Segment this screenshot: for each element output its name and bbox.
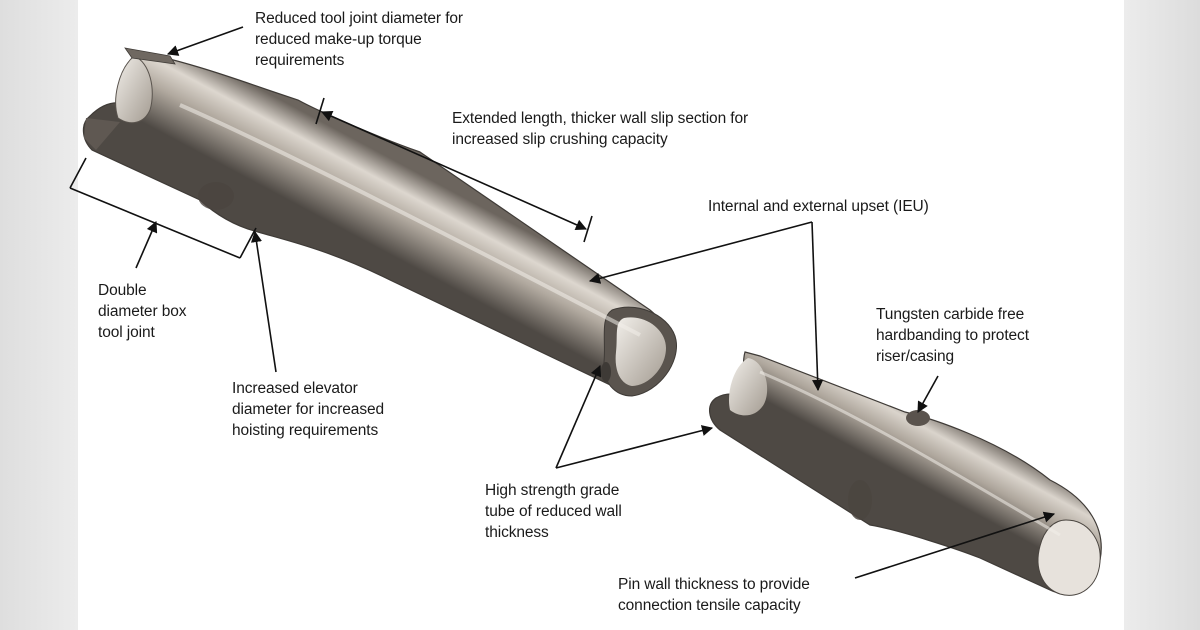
label-elevator-diameter: Increased elevator diameter for increase… (232, 380, 385, 439)
pin-end-section (709, 351, 1102, 596)
tube-bore-inner (615, 317, 666, 386)
pin-shoulder-shadow (848, 480, 872, 520)
box-lip-bottom (84, 118, 120, 150)
leader-slip-section-dimension (315, 97, 593, 243)
leader-pin-wall (854, 511, 1056, 579)
hardband-ring (906, 410, 930, 426)
pin-bore-inner (728, 358, 768, 416)
label-high-strength-tube: High strength grade tube of reduced wall… (485, 482, 622, 541)
leader-hardbanding (917, 375, 939, 413)
main-pipe-section (82, 47, 677, 397)
leader-elevator (250, 230, 277, 373)
leader-tool-joint-diameter (166, 26, 244, 56)
label-tool-joint-diameter: Reduced tool joint diameter for reduced … (255, 10, 463, 69)
label-slip-section: Extended length, thicker wall slip secti… (452, 110, 749, 148)
left-margin-panel (0, 0, 78, 630)
box-lip-top (124, 47, 176, 65)
upset-dimple (601, 362, 611, 382)
pin-end-face (1037, 519, 1101, 596)
right-margin-panel (1124, 0, 1200, 630)
label-ieu: Internal and external upset (IEU) (708, 198, 929, 215)
label-hardbanding: Tungsten carbide free hardbanding to pro… (876, 306, 1029, 365)
leader-tube (555, 364, 714, 469)
label-pin-wall-thickness: Pin wall thickness to provide connection… (618, 576, 810, 614)
leader-ieu (588, 221, 824, 392)
label-double-box-tool-joint: Double diameter box tool joint (98, 282, 187, 341)
leader-lines (69, 26, 1056, 579)
pin-highlight (759, 370, 1061, 537)
box-bore-inner (115, 55, 153, 124)
elevator-shoulder-shadow (198, 182, 234, 210)
